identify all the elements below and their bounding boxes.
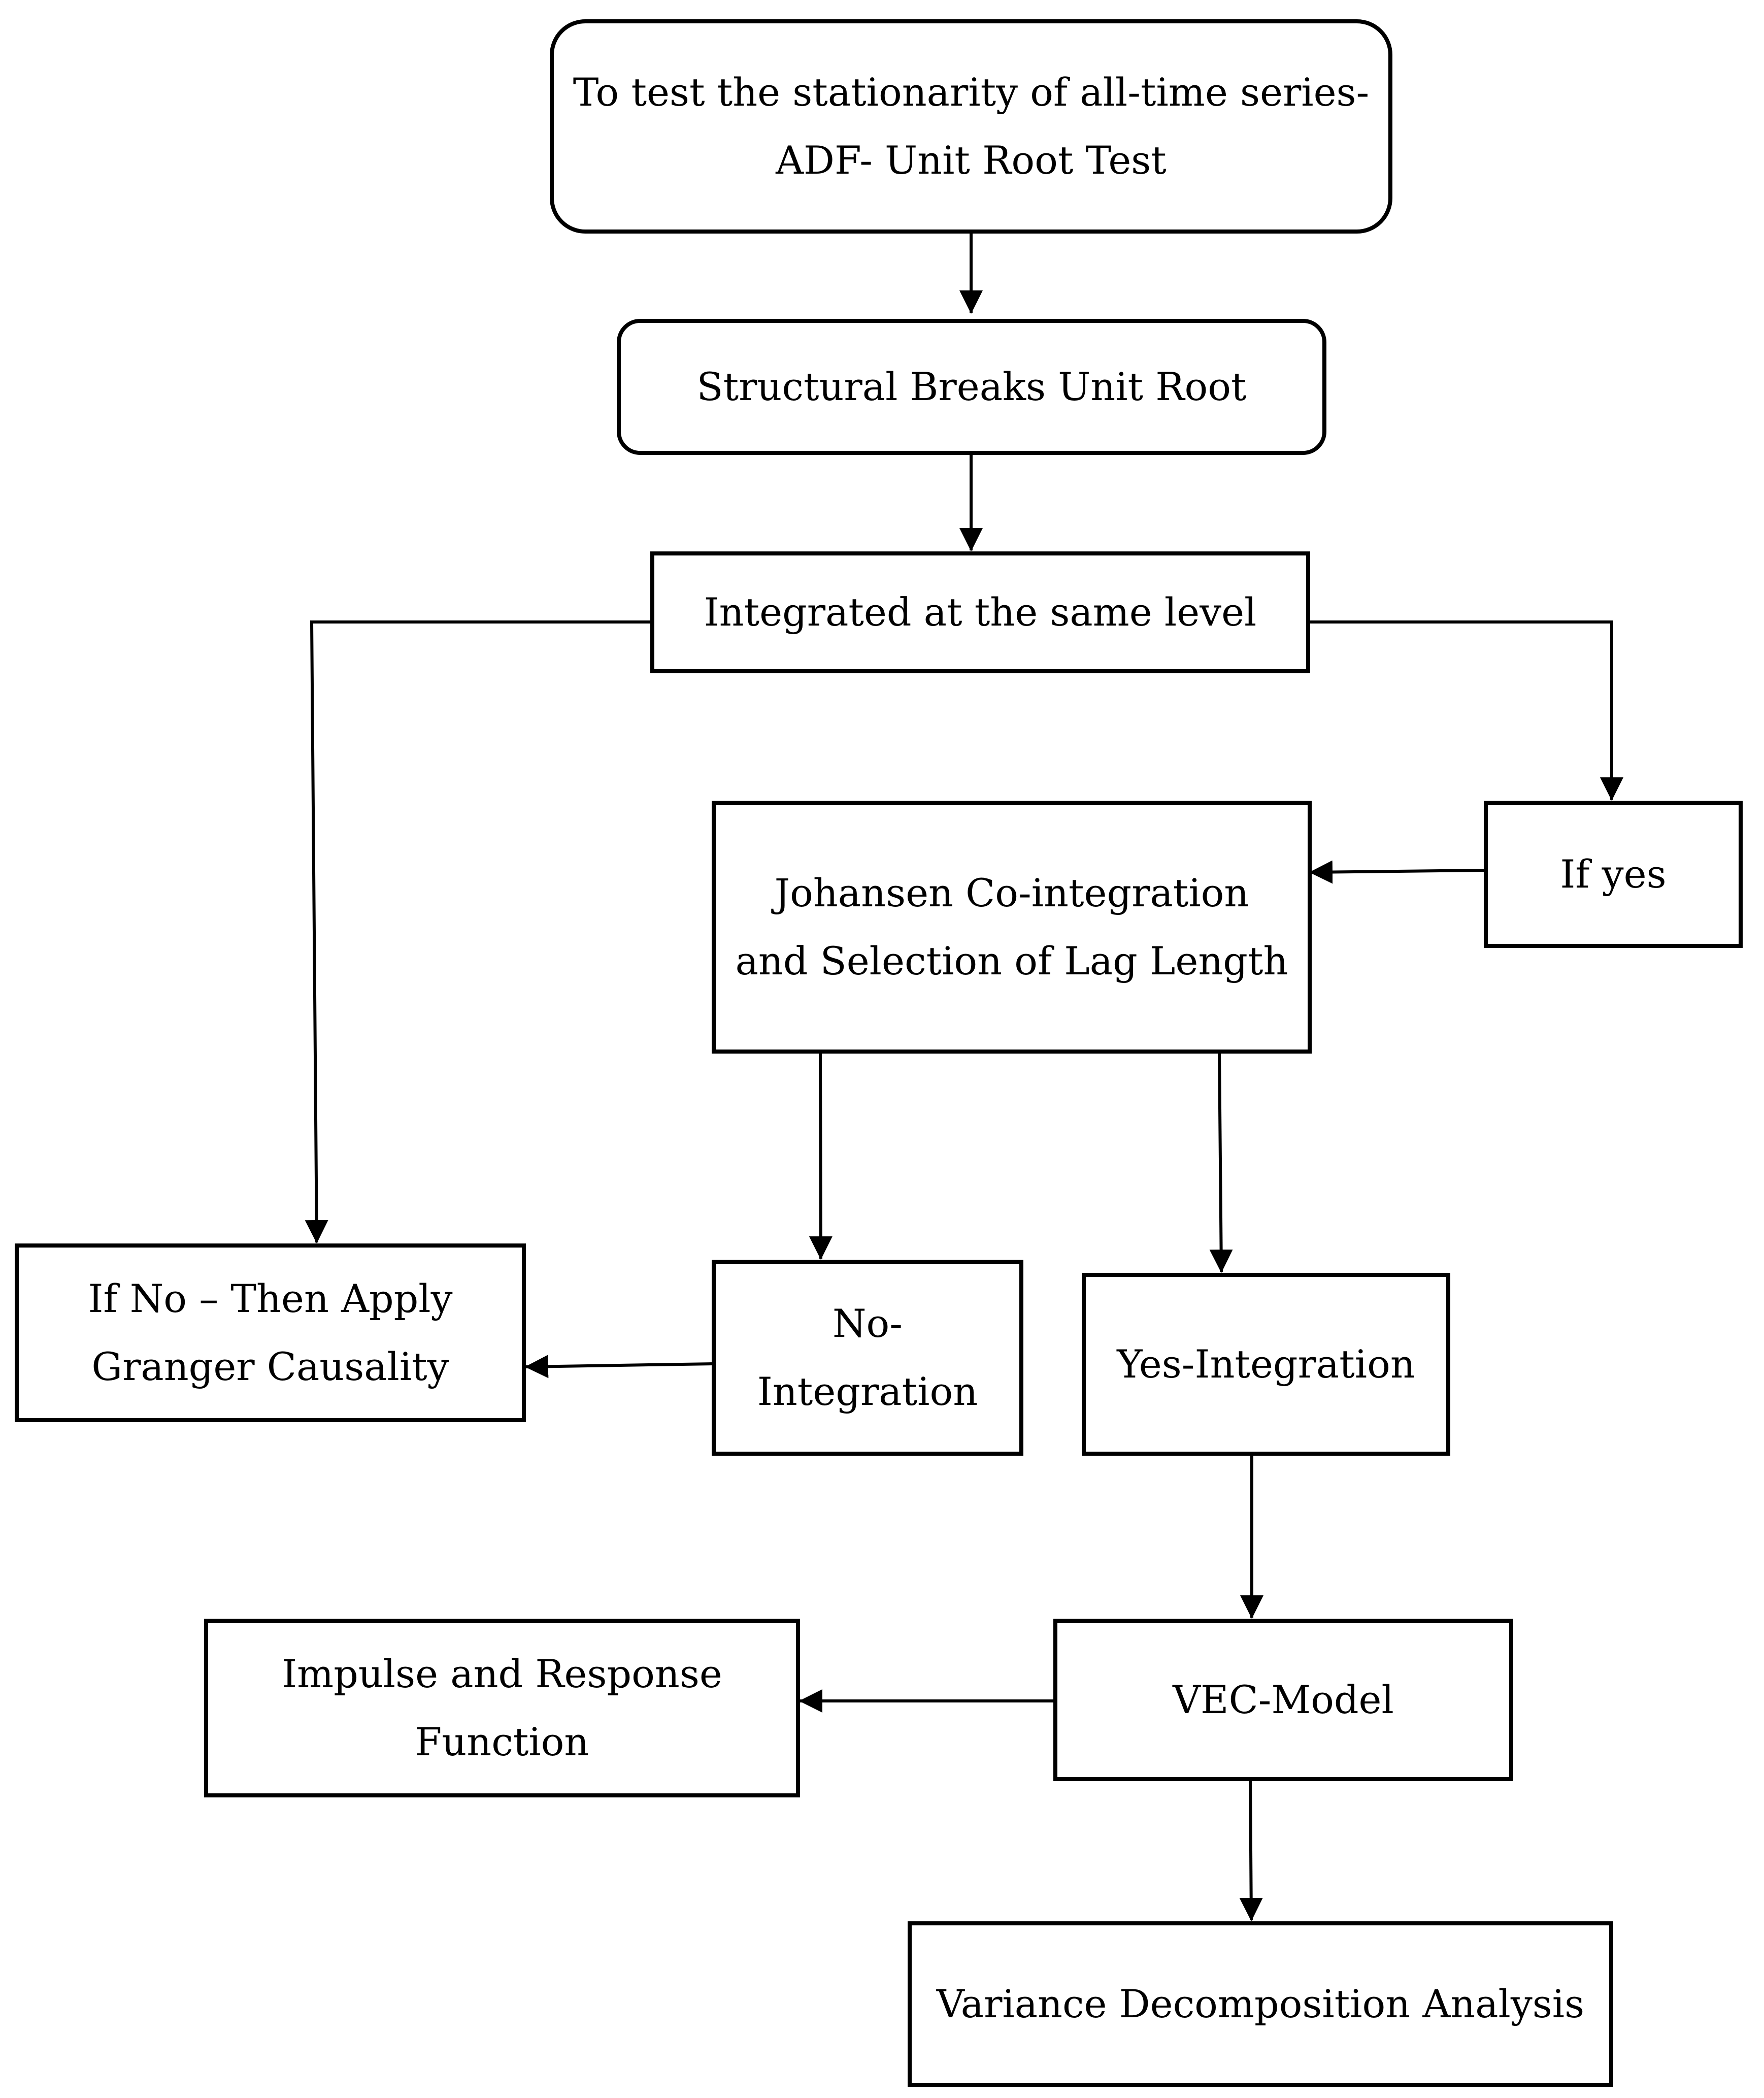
node-if-no-line-2: Granger Causality	[91, 1344, 449, 1389]
node-integrated-same-level: Integrated at the same level	[650, 551, 1310, 673]
node-adf-line-2: ADF- Unit Root Test	[776, 138, 1167, 183]
edge-johansen-to-no-integration	[809, 1053, 833, 1260]
edge-integrated-to-if-yes	[1309, 620, 1623, 801]
node-impulse-line-2: Function	[415, 1719, 589, 1764]
node-impulse-line-1: Impulse and Response	[282, 1651, 722, 1696]
node-impulse-response: Impulse and Response Function	[204, 1619, 800, 1797]
node-johansen-cointegration: Johansen Co-integration and Selection of…	[712, 801, 1312, 1054]
node-if-yes-line-1: If yes	[1560, 851, 1667, 897]
node-adf-line-1: To test the stationarity of all-time ser…	[573, 70, 1370, 115]
node-vec-line-1: VEC-Model	[1173, 1677, 1394, 1722]
node-if-yes: If yes	[1484, 801, 1743, 948]
edge-johansen-to-yes-integration	[1209, 1053, 1233, 1273]
node-yes-integration-line-1: Yes-Integration	[1117, 1341, 1415, 1387]
node-integrated-line-1: Integrated at the same level	[704, 589, 1257, 635]
node-yes-integration: Yes-Integration	[1082, 1273, 1450, 1456]
edge-vec-to-variance	[1239, 1779, 1263, 1921]
node-no-integration: No- Integration	[712, 1260, 1023, 1456]
node-no-integration-line-2: Integration	[757, 1369, 978, 1414]
edge-no-integration-to-if-no	[525, 1355, 712, 1379]
node-structural-line-1: Structural Breaks Unit Root	[696, 364, 1247, 409]
node-structural-breaks: Structural Breaks Unit Root	[617, 319, 1326, 455]
node-variance-line-1: Variance Decomposition Analysis	[936, 1981, 1585, 2026]
edge-if-yes-to-johansen	[1309, 860, 1484, 884]
node-if-no-line-1: If No – Then Apply	[88, 1276, 453, 1321]
node-johansen-line-1: Johansen Co-integration	[774, 870, 1249, 915]
node-no-integration-line-1: No-	[833, 1301, 903, 1346]
node-variance-decomposition: Variance Decomposition Analysis	[908, 1921, 1613, 2087]
node-vec-model: VEC-Model	[1053, 1619, 1513, 1781]
node-johansen-line-2: and Selection of Lag Length	[735, 938, 1288, 984]
edge-integrated-to-if-no	[305, 620, 651, 1243]
node-adf-unit-root-test: To test the stationarity of all-time ser…	[550, 19, 1392, 234]
node-if-no-granger-causality: If No – Then Apply Granger Causality	[15, 1243, 526, 1422]
